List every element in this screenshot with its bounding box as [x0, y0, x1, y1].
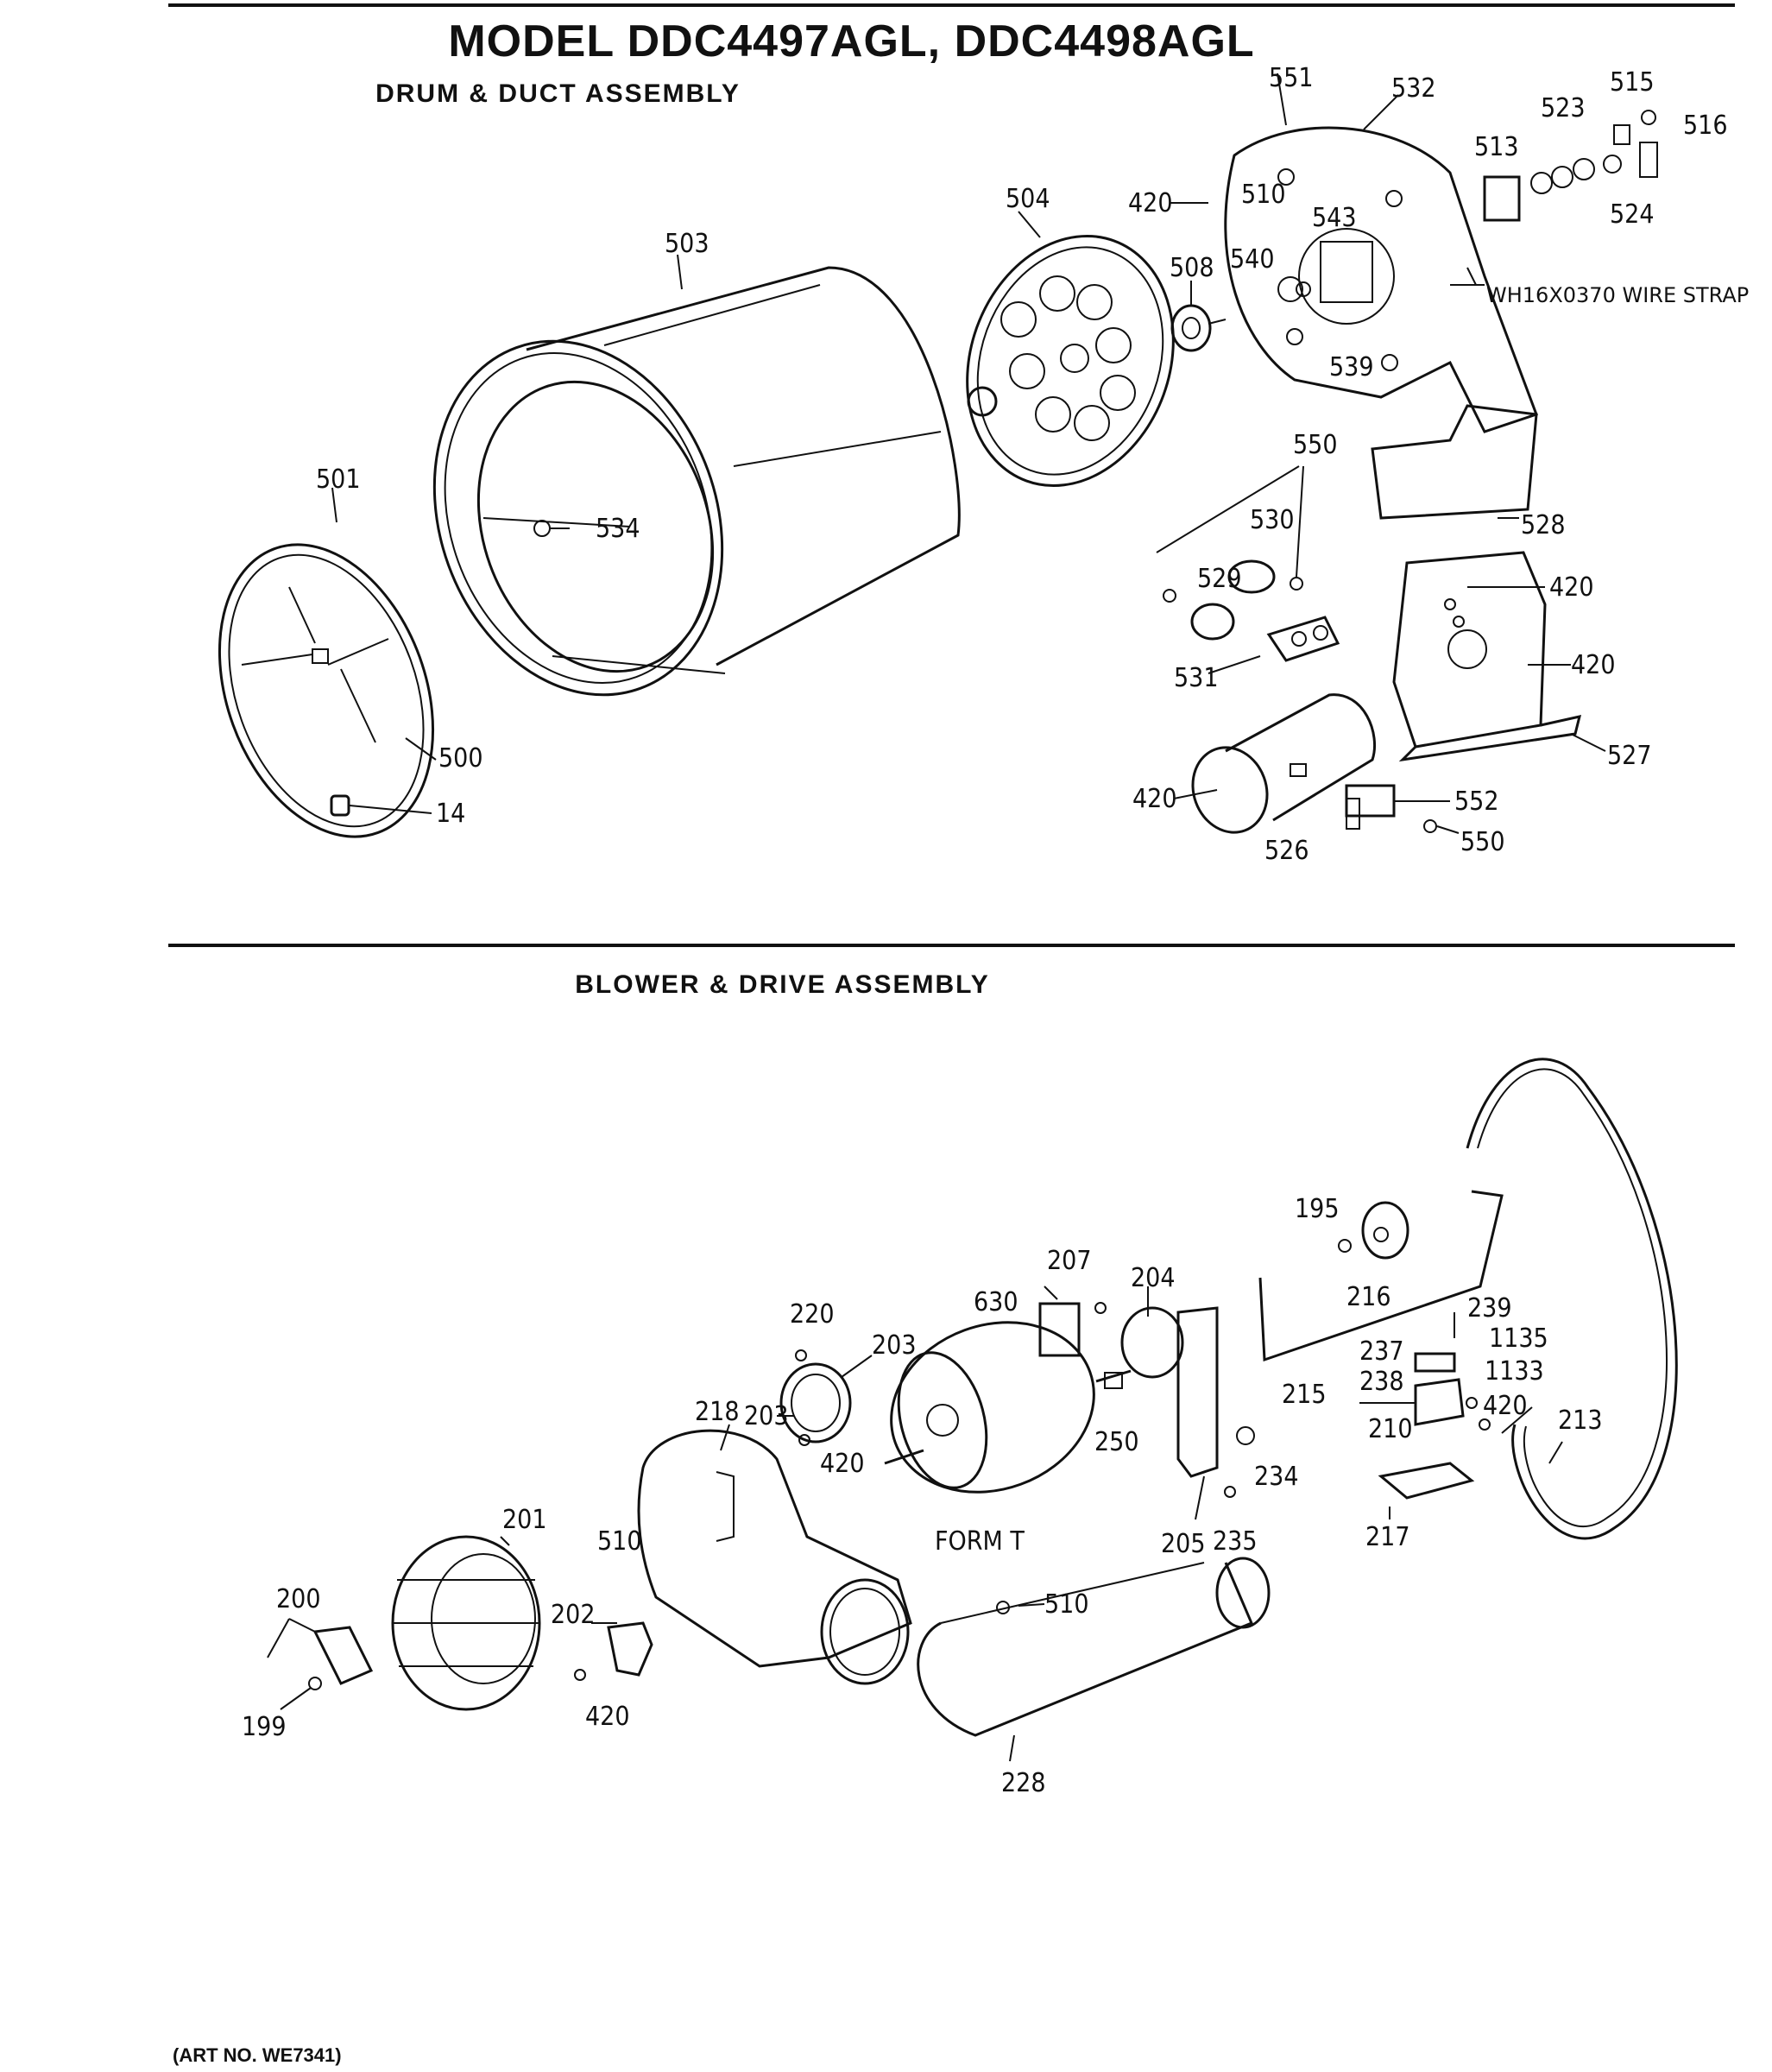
motor-switch-207: [1038, 1302, 1107, 1357]
heater-box-527: [1392, 551, 1582, 762]
callout-420-d: 420: [1132, 784, 1177, 814]
callout-513: 513: [1474, 132, 1519, 162]
callout-516: 516: [1683, 111, 1728, 141]
blower-wheel-201: [391, 1535, 541, 1711]
idler-pulley-216: [1338, 1201, 1409, 1260]
motor-mount-205: [1120, 1306, 1255, 1498]
callout-14: 14: [436, 799, 465, 829]
callout-203-a: 203: [872, 1330, 917, 1361]
callout-532: 532: [1391, 73, 1436, 104]
bracket-217: [1378, 1462, 1475, 1500]
exhaust-duct-228: [917, 1557, 1271, 1737]
thermostat-bracket-group: [1163, 559, 1340, 662]
callout-550-b: 550: [1460, 827, 1505, 857]
callout-523: 523: [1541, 93, 1586, 123]
wire-strap-label: WH16X0370 WIRE STRAP: [1486, 283, 1749, 307]
form-t-label: FORM T: [935, 1526, 1025, 1557]
callout-500: 500: [438, 743, 483, 774]
blower-bracket-202: [574, 1621, 653, 1681]
callout-527: 527: [1607, 741, 1652, 771]
leader-lines: [267, 73, 1606, 1762]
callout-524: 524: [1610, 199, 1655, 230]
callout-234: 234: [1254, 1462, 1299, 1492]
callout-228: 228: [1001, 1768, 1046, 1798]
callout-420-f: 420: [820, 1449, 865, 1479]
callout-552: 552: [1454, 786, 1499, 817]
callout-420-c: 420: [1571, 650, 1616, 680]
callout-420-g: 420: [585, 1702, 630, 1732]
callout-503: 503: [665, 229, 709, 259]
callout-207: 207: [1047, 1246, 1092, 1276]
callout-218: 218: [695, 1397, 740, 1427]
callout-420-e: 420: [1483, 1391, 1528, 1421]
callout-510: 510: [1241, 180, 1286, 210]
callout-508: 508: [1170, 253, 1214, 283]
callout-630: 630: [974, 1287, 1018, 1317]
bearing-508: [1170, 304, 1227, 352]
callout-1133: 1133: [1485, 1356, 1544, 1387]
callout-220: 220: [790, 1299, 835, 1330]
callout-210: 210: [1368, 1414, 1413, 1444]
thermostat-parts: [1483, 110, 1658, 222]
clip-14: [330, 794, 350, 817]
rear-drum-panel: [966, 234, 1175, 488]
callout-540: 540: [1230, 244, 1275, 275]
duct-panel-528: [1371, 404, 1538, 520]
drum-section-title: DRUM & DUCT ASSEMBLY: [375, 79, 741, 108]
callout-420-a: 420: [1128, 188, 1173, 218]
blower-nut-200: [308, 1626, 374, 1690]
callout-195: 195: [1295, 1194, 1340, 1224]
callout-238: 238: [1359, 1367, 1404, 1397]
callout-515: 515: [1610, 67, 1655, 98]
callout-528: 528: [1521, 510, 1566, 540]
callout-239: 239: [1467, 1293, 1512, 1323]
callout-551: 551: [1269, 63, 1314, 93]
blower-section-title: BLOWER & DRIVE ASSEMBLY: [575, 970, 990, 999]
heater-526: [1191, 693, 1377, 834]
callout-501: 501: [316, 464, 361, 495]
callout-534: 534: [596, 514, 640, 544]
callout-201: 201: [502, 1505, 547, 1535]
front-seal-ring: [218, 543, 435, 838]
callout-543: 543: [1312, 203, 1357, 233]
callout-550-a: 550: [1293, 430, 1338, 460]
callout-215: 215: [1282, 1380, 1327, 1410]
callout-235: 235: [1213, 1526, 1258, 1557]
callout-539: 539: [1329, 352, 1374, 382]
callout-200: 200: [276, 1584, 321, 1614]
callout-526: 526: [1264, 836, 1309, 866]
callout-531: 531: [1174, 663, 1219, 693]
callout-1135: 1135: [1489, 1323, 1548, 1354]
drum: [432, 266, 961, 697]
terminal-block-552: [1345, 784, 1437, 833]
callout-504: 504: [1006, 184, 1050, 214]
callout-530: 530: [1250, 505, 1295, 535]
callout-216: 216: [1346, 1282, 1391, 1312]
drive-belt-213: [1466, 1058, 1678, 1540]
idler-arm-215: [1258, 1190, 1504, 1362]
model-title: MODEL DDC4497AGL, DDC4498AGL: [448, 16, 1255, 66]
callout-420-b: 420: [1549, 572, 1594, 603]
callout-213: 213: [1558, 1406, 1603, 1436]
callout-510-c: 510: [1044, 1589, 1089, 1620]
switch-bracket-group: [1414, 1312, 1491, 1431]
callout-202: 202: [551, 1600, 596, 1630]
callout-250: 250: [1094, 1427, 1139, 1457]
callout-510-b: 510: [597, 1526, 642, 1557]
callout-203-b: 203: [744, 1401, 789, 1431]
blower-housing-218: [637, 1429, 912, 1685]
motor-clamp-203: [779, 1349, 852, 1446]
drive-motor-630: [884, 1321, 1132, 1494]
rear-bulkhead: [1224, 126, 1538, 433]
callout-237: 237: [1359, 1336, 1404, 1367]
callout-205: 205: [1161, 1529, 1206, 1559]
callout-199: 199: [242, 1712, 287, 1742]
art-number: (ART NO. WE7341): [173, 2044, 342, 2066]
callout-204: 204: [1131, 1263, 1176, 1293]
callout-529: 529: [1197, 564, 1242, 594]
callout-217: 217: [1365, 1522, 1410, 1552]
